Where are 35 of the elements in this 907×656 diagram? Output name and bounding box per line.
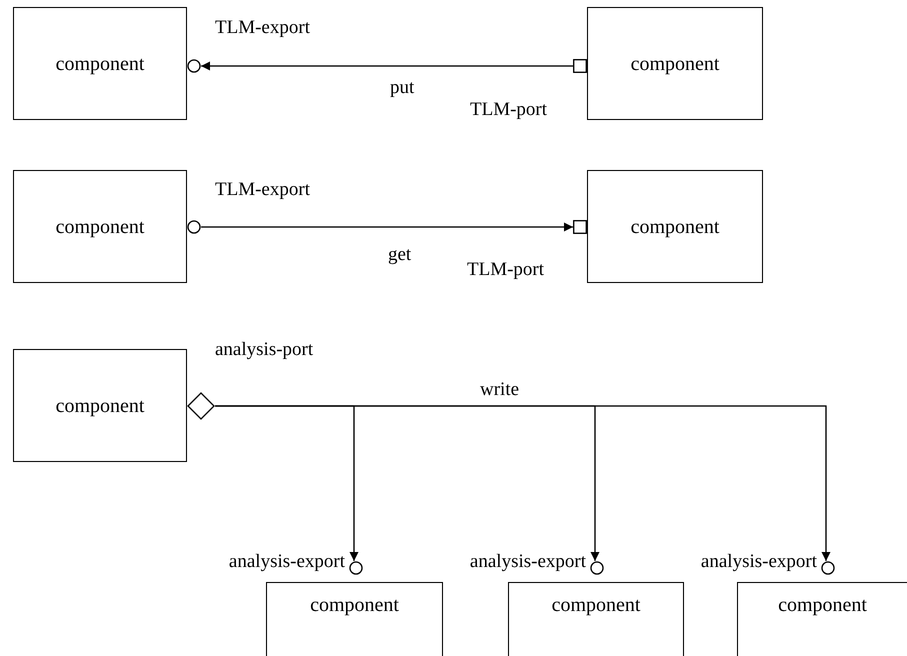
arrow xyxy=(201,222,573,232)
component-label: component xyxy=(630,214,720,238)
component-label: component xyxy=(778,593,867,617)
port-label: TLM-port xyxy=(470,98,548,122)
port-label: analysis-port xyxy=(215,338,314,362)
port-square xyxy=(573,220,587,234)
component-box xyxy=(737,582,907,656)
port-circle xyxy=(187,220,201,234)
arrow xyxy=(215,405,830,561)
port-diamond xyxy=(187,392,215,420)
port-square xyxy=(573,59,587,73)
component-label: component xyxy=(56,52,144,76)
component-box xyxy=(508,582,684,656)
port-label: analysis-export xyxy=(700,550,817,574)
port-circle xyxy=(590,561,604,575)
arrow xyxy=(201,62,573,70)
component-label: component xyxy=(630,52,720,76)
port-circle xyxy=(187,59,201,73)
component-box xyxy=(266,582,443,656)
component-label: component xyxy=(56,214,144,238)
component-box xyxy=(13,349,187,462)
port-label: analysis-export xyxy=(470,550,586,574)
component-label: component xyxy=(56,394,144,418)
component-box xyxy=(587,170,763,283)
component-box xyxy=(13,7,187,120)
component-box xyxy=(13,170,187,283)
port-label: analysis-export xyxy=(228,550,345,574)
component-label: component xyxy=(310,593,399,617)
component-box xyxy=(587,7,763,120)
port-label: TLM-export xyxy=(215,16,310,40)
port-label: TLM-port xyxy=(467,258,544,282)
port-circle xyxy=(821,561,835,575)
port-label: TLM-export xyxy=(215,178,310,202)
component-label: component xyxy=(552,593,640,617)
port-circle xyxy=(349,561,363,575)
